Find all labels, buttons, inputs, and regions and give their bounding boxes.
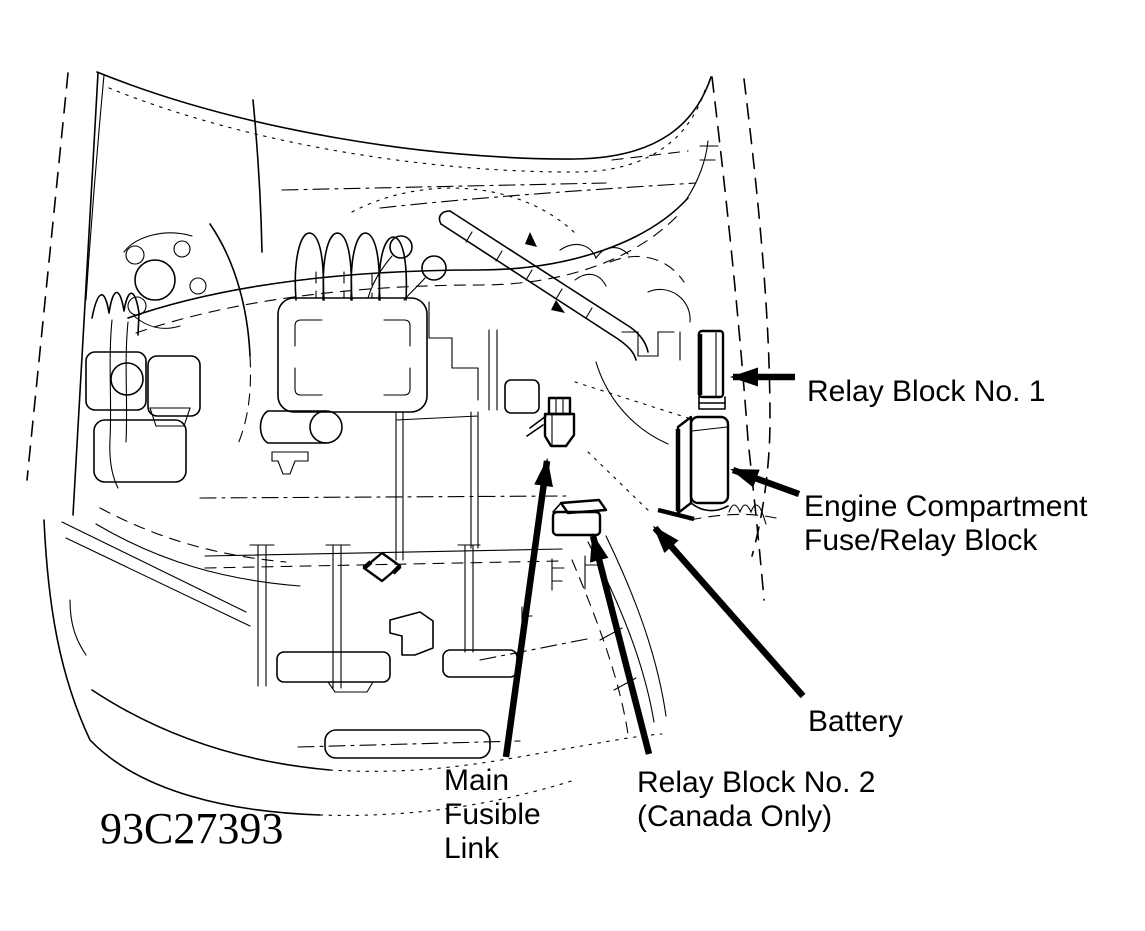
label-main-fusible-link-line3: Link <box>444 832 500 865</box>
engine-fuse-relay-block-shape <box>657 415 730 522</box>
relay-block-no2-shape <box>551 498 608 537</box>
label-main-fusible-link-line2: Fusible <box>444 798 541 831</box>
arrow-to-battery <box>652 525 806 699</box>
bumper-lines <box>43 507 663 816</box>
strut-tower-lines <box>123 223 252 445</box>
battery-hidden-lines <box>689 504 777 525</box>
relay-block-no1-shape <box>697 329 726 410</box>
arrow-to-engine-fuse-relay-block <box>730 466 801 498</box>
engine-lines <box>259 182 691 475</box>
label-battery: Battery <box>808 705 903 738</box>
callout-labels: Relay Block No. 1 Engine Compartment Fus… <box>100 375 1088 865</box>
left-fender-lines <box>26 72 105 516</box>
label-engine-fuse-relay-block-line1: Engine Compartment <box>804 490 1088 523</box>
callout-arrows <box>502 367 806 758</box>
figure-code: 93C27393 <box>100 804 283 853</box>
label-relay-block-no2-line2: (Canada Only) <box>637 800 832 833</box>
hood-outline-lines <box>91 71 712 336</box>
label-relay-block-no2-line1: Relay Block No. 2 <box>637 766 875 799</box>
label-relay-block-no1: Relay Block No. 1 <box>807 375 1045 408</box>
label-main-fusible-link-line1: Main <box>444 764 509 797</box>
cowl-lines <box>595 76 771 601</box>
reservoir-lines <box>85 319 201 489</box>
main-fusible-link-shape <box>526 396 576 448</box>
arrow-to-main-fusible-link <box>502 458 553 758</box>
label-engine-fuse-relay-block-line2: Fuse/Relay Block <box>804 524 1038 557</box>
lower-frame-lines <box>199 411 598 759</box>
arrow-to-relay-block-no2 <box>589 533 653 755</box>
